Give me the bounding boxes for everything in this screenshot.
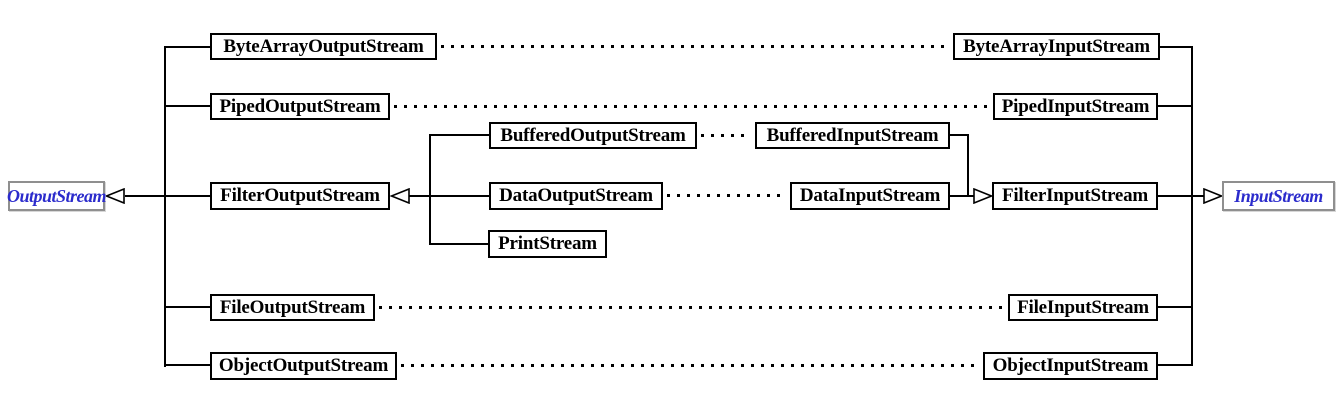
edge-bytearrayoutput-stub xyxy=(164,46,210,48)
class-box-filterinputstream: FilterInputStream xyxy=(992,182,1158,210)
dotted-link-piped xyxy=(394,105,989,108)
edge-dataoutput-to-filteroutput xyxy=(409,195,489,197)
class-box-printstream: PrintStream xyxy=(488,230,607,258)
mid-left-trunk-line xyxy=(429,134,431,245)
class-box-bytearrayinputstream: ByteArrayInputStream xyxy=(953,33,1160,60)
class-box-fileinputstream: FileInputStream xyxy=(1008,294,1158,321)
class-box-bufferedinputstream: BufferedInputStream xyxy=(755,122,950,149)
edge-pipedinput-stub xyxy=(1158,105,1193,107)
inheritance-arrow-filterinputstream-icon xyxy=(973,188,993,204)
dotted-link-file xyxy=(379,306,1004,309)
mid-right-trunk-line xyxy=(967,134,969,197)
edge-bufferedinput-stub xyxy=(950,134,969,136)
edge-objectoutput-stub xyxy=(164,364,210,366)
class-box-filteroutputstream: FilterOutputStream xyxy=(210,182,390,210)
dotted-link-object xyxy=(401,364,979,367)
class-box-bufferedoutputstream: BufferedOutputStream xyxy=(489,122,697,149)
class-box-pipedoutputstream: PipedOutputStream xyxy=(210,93,390,120)
edge-pipedoutput-stub xyxy=(164,105,210,107)
class-box-outputstream: OutputStream xyxy=(7,181,107,211)
class-box-bytearrayoutputstream: ByteArrayOutputStream xyxy=(210,33,437,60)
edge-printstream-stub xyxy=(429,243,488,245)
edge-filterinput-to-inputstream xyxy=(1158,195,1205,197)
class-box-dataoutputstream: DataOutputStream xyxy=(489,182,663,210)
class-box-inputstream: InputStream xyxy=(1222,181,1335,211)
inheritance-arrow-inputstream-icon xyxy=(1203,188,1223,204)
class-box-objectoutputstream: ObjectOutputStream xyxy=(210,352,397,380)
inheritance-arrow-filteroutputstream-icon xyxy=(390,188,410,204)
inheritance-arrow-outputstream-icon xyxy=(105,188,125,204)
dotted-link-bytearray xyxy=(441,45,949,48)
dotted-link-data xyxy=(667,194,786,197)
class-box-datainputstream: DataInputStream xyxy=(790,182,950,210)
edge-filteroutput-to-outputstream xyxy=(125,195,210,197)
left-trunk-line xyxy=(164,46,166,367)
edge-bufferedoutput-stub xyxy=(429,134,489,136)
edge-datainput-to-filterinput xyxy=(950,195,974,197)
right-trunk-line xyxy=(1191,46,1193,366)
edge-fileoutput-stub xyxy=(164,306,210,308)
dotted-link-buffered xyxy=(701,134,751,137)
class-box-objectinputstream: ObjectInputStream xyxy=(983,352,1158,380)
class-box-pipedinputstream: PipedInputStream xyxy=(993,93,1158,120)
edge-bytearrayinput-stub xyxy=(1160,46,1193,48)
class-box-fileoutputstream: FileOutputStream xyxy=(210,294,375,321)
edge-fileinput-stub xyxy=(1158,306,1193,308)
edge-objectinput-stub xyxy=(1158,364,1193,366)
